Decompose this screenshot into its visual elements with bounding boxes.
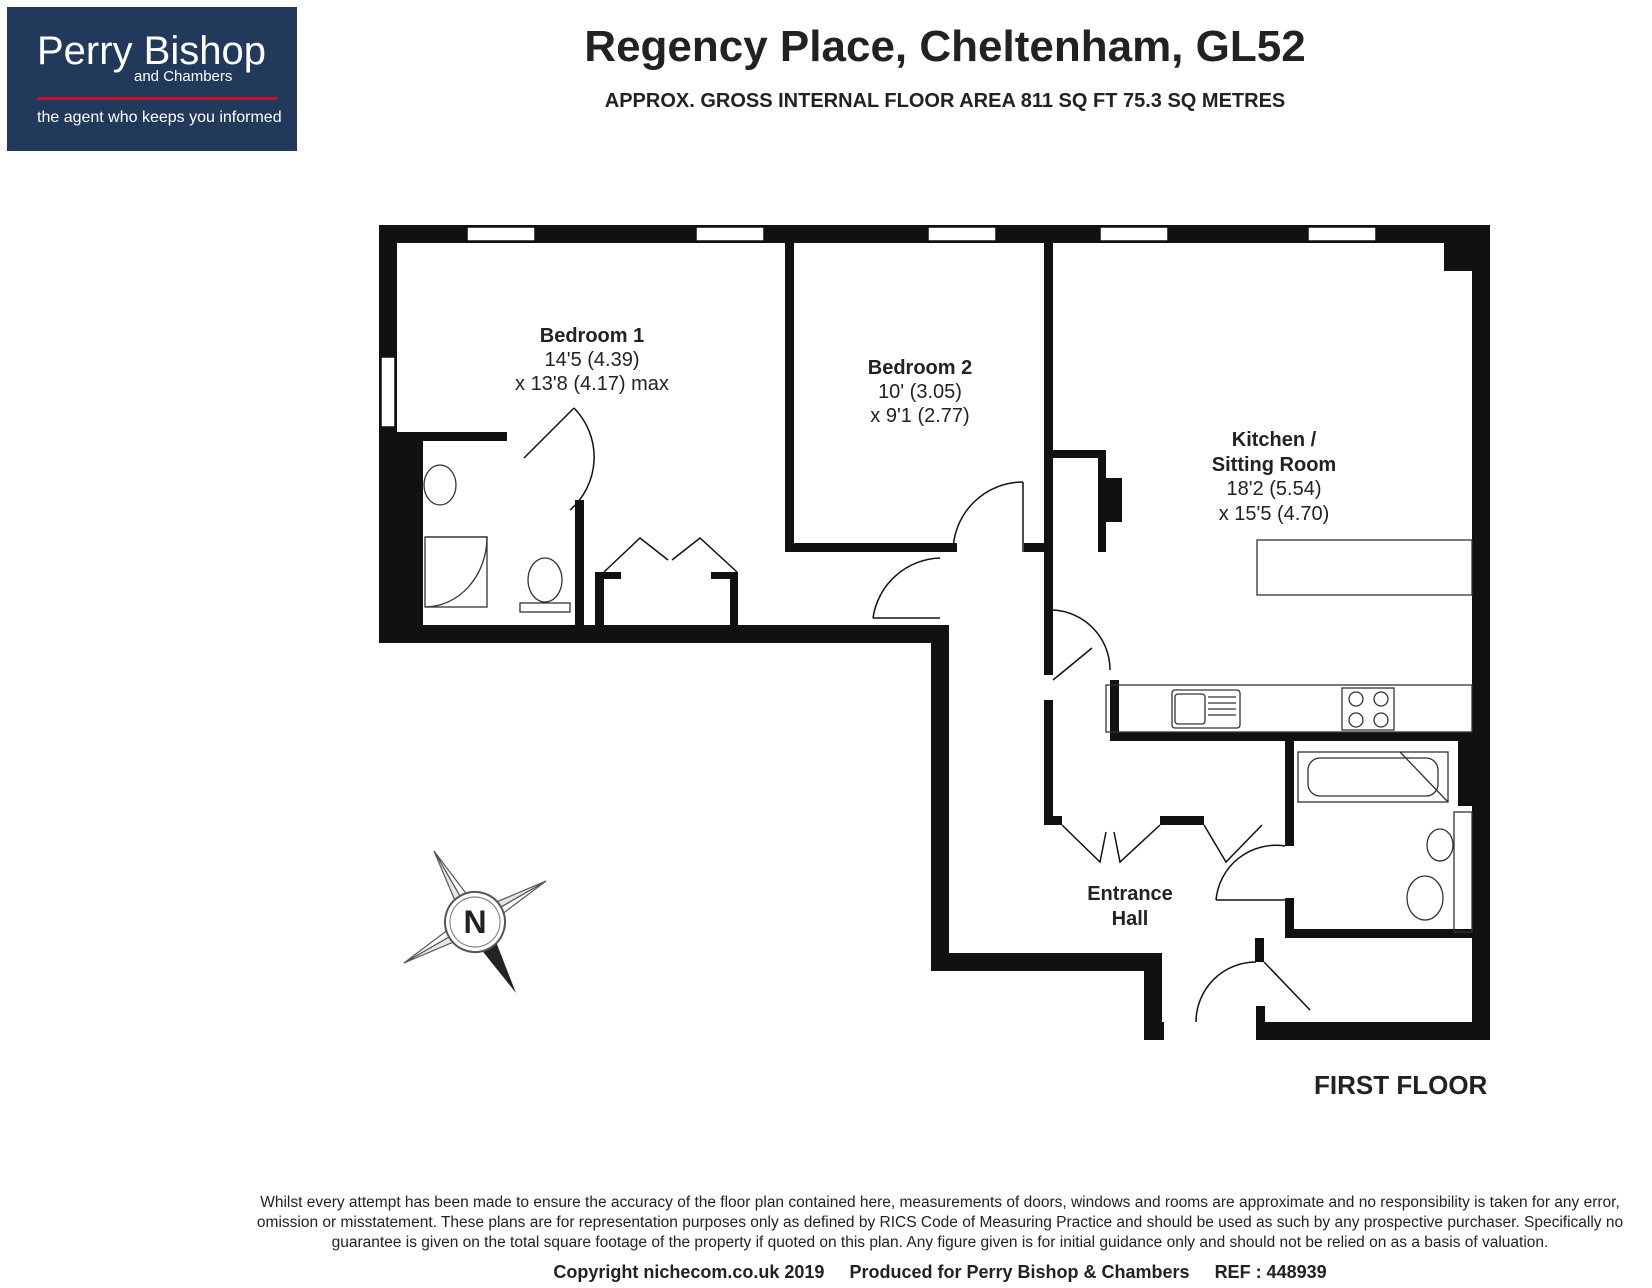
shower-tray xyxy=(424,536,488,608)
floor-area-subtitle: APPROX. GROSS INTERNAL FLOOR AREA 811 SQ… xyxy=(604,90,1286,112)
bedroom2-name: Bedroom 2 xyxy=(868,357,972,379)
produced-for: Produced for Perry Bishop & Chambers xyxy=(849,1262,1190,1282)
kitchen-island xyxy=(1256,539,1473,596)
footer: Copyright nichecom.co.uk 2019 Produced f… xyxy=(0,1262,1652,1283)
disclaimer: Whilst every attempt has been made to en… xyxy=(256,1194,1624,1251)
outer-walls xyxy=(379,225,1490,1040)
reference: REF : 448939 xyxy=(1214,1262,1327,1282)
logo-sub: and Chambers xyxy=(134,68,233,85)
kitchen-dim1: 18'2 (5.54) xyxy=(1227,478,1322,500)
page-title: Regency Place, Cheltenham, GL52 xyxy=(584,22,1306,71)
doors xyxy=(523,407,1311,1023)
kitchen-dim2: x 15'5 (4.70) xyxy=(1219,503,1330,525)
ensuite-basin xyxy=(423,464,457,506)
bedroom1-dim2: x 13'8 (4.17) max xyxy=(515,373,669,395)
hall-name-1: Entrance xyxy=(1087,883,1173,905)
fixtures xyxy=(423,464,1473,933)
room-labels: Bedroom 1 14'5 (4.39) x 13'8 (4.17) max … xyxy=(515,325,1336,930)
bathroom-wc xyxy=(1406,875,1444,921)
kitchen-sink xyxy=(1171,689,1241,729)
bedroom1-dim1: 14'5 (4.39) xyxy=(545,349,640,371)
bathroom-basin xyxy=(1426,828,1454,862)
bedroom2-dim2: x 9'1 (2.77) xyxy=(870,405,969,427)
bedroom1-name: Bedroom 1 xyxy=(540,325,644,347)
bath xyxy=(1297,751,1449,803)
logo-name: Perry Bishop xyxy=(37,29,266,73)
bedroom2-dim1: 10' (3.05) xyxy=(878,381,962,403)
kitchen-name-2: Sitting Room xyxy=(1212,454,1336,476)
hall-name-2: Hall xyxy=(1112,908,1149,930)
logo-rule xyxy=(37,97,277,100)
kitchen-worktop xyxy=(1105,684,1473,733)
hob xyxy=(1341,687,1395,731)
shower-screen xyxy=(424,536,488,608)
ensuite-wc xyxy=(527,557,563,603)
copyright: Copyright nichecom.co.uk 2019 xyxy=(553,1262,825,1282)
logo-tagline: the agent who keeps you informed xyxy=(37,109,282,126)
interior-walls xyxy=(397,243,1472,1022)
agency-logo: Perry Bishop and Chambers the agent who … xyxy=(7,7,297,151)
windows xyxy=(380,226,1377,428)
north-compass-icon: N xyxy=(403,850,547,994)
compass-letter: N xyxy=(463,904,486,940)
kitchen-name-1: Kitchen / xyxy=(1232,429,1317,451)
floor-label: FIRST FLOOR xyxy=(1314,1070,1488,1100)
